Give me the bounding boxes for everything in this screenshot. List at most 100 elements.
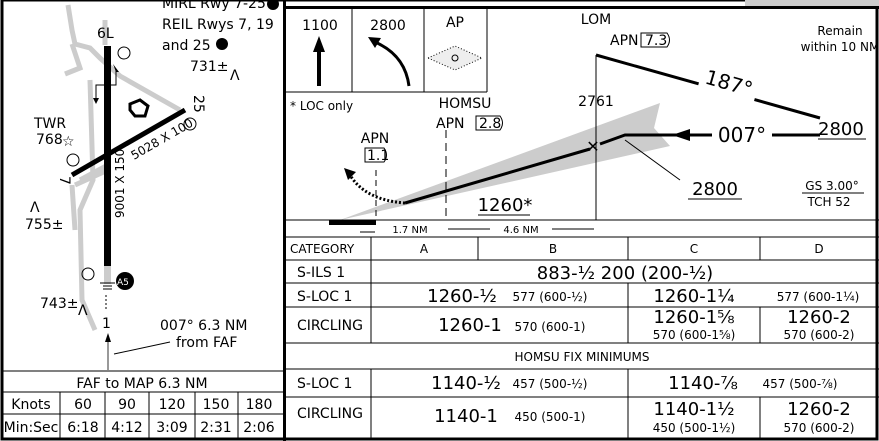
label-mask — [698, 64, 760, 102]
runway-6l-label: 6L — [97, 26, 114, 42]
minimums-value: 1140-1 — [434, 406, 498, 427]
knots-value: 150 — [203, 397, 230, 413]
papi-icon — [66, 46, 197, 281]
minimums-value: 1260-1⅝ — [653, 307, 734, 328]
knots-value: 60 — [74, 397, 92, 413]
arrow-icon — [672, 129, 690, 141]
minimums-sub: 570 (600-2) — [784, 328, 855, 342]
minimums-value: 1260-2 — [787, 307, 851, 328]
taxiways — [64, 4, 182, 331]
minimums-row-label: CIRCLING — [297, 406, 363, 422]
minimums-value: 1260-1 — [438, 315, 502, 336]
arrow-icon — [93, 98, 99, 104]
obstacle-icon: Λ — [78, 303, 88, 319]
step-down-altitude: 1260* — [478, 195, 533, 216]
lighting-icon — [267, 0, 279, 10]
airport-diagram: 6L 7 25 1 9001 X 150 5028 X 100 TWR 768 … — [25, 0, 279, 370]
leader-line — [624, 139, 681, 181]
minimums-row-label: CIRCLING — [297, 318, 363, 334]
minimums-value: 1260-1¼ — [653, 286, 734, 307]
approach-lights-label: A5 — [117, 278, 129, 288]
holding-fix-label: AP — [446, 15, 464, 31]
dme-box — [364, 147, 387, 163]
minimums-sub: 450 (500-1) — [515, 410, 586, 424]
ils-minimums: 883-½ 200 (200-½) — [537, 263, 713, 284]
lom-dme: 7.3 — [645, 33, 667, 49]
minimums-row-label: S-ILS 1 — [297, 265, 345, 281]
hold-altitude: 2800 — [818, 119, 864, 140]
timing-row-label: Min:Sec — [4, 420, 59, 436]
arrow-icon — [105, 333, 111, 342]
time-value: 6:18 — [67, 420, 98, 436]
beacon-icon — [128, 98, 150, 118]
runway-dimensions: 9001 X 150 — [113, 149, 127, 218]
distance-map-homsu: 1.7 NM — [392, 225, 427, 236]
time-value: 4:12 — [111, 420, 142, 436]
homsu-label: HOMSU — [439, 96, 492, 112]
climb-arrow-icon — [317, 50, 321, 86]
threshold-crossing-height: TCH 52 — [806, 195, 850, 209]
minimums-sub: 577 (600-1¼) — [777, 290, 860, 304]
runway-7-label: 7 — [56, 176, 72, 185]
obstacle-icon: Λ — [30, 200, 40, 216]
lom-label: LOM — [581, 12, 611, 28]
dme-box — [475, 115, 503, 131]
gs-intercept-altitude: 2800 — [692, 179, 738, 200]
obstacle-elevation: 755± — [25, 217, 63, 233]
minimums-sub: 577 (600-½) — [513, 290, 588, 304]
tower-star-icon: ☆ — [62, 134, 75, 150]
category-header: C — [690, 242, 698, 256]
navaid-icon — [451, 54, 459, 62]
loc-only-note: * LOC only — [290, 99, 353, 113]
remain-note: within 10 NM — [801, 40, 879, 54]
runway-1-threshold — [104, 266, 111, 284]
timing-table — [2, 370, 283, 439]
runway-bar — [329, 220, 376, 225]
minimums-value: 1140-⅞ — [668, 373, 738, 394]
tower-elevation: 768 — [36, 132, 63, 148]
time-value: 2:31 — [200, 420, 231, 436]
leader-line — [113, 341, 171, 355]
lighting-note: and 25 — [162, 38, 211, 54]
category-header: A — [420, 242, 429, 256]
time-value: 3:09 — [156, 420, 187, 436]
arrow-icon — [113, 64, 119, 72]
climb-altitude: 1100 — [302, 18, 338, 34]
minimums-sub: 457 (500-½) — [513, 377, 588, 391]
category-header: D — [814, 242, 823, 256]
minimums-value: 1260-½ — [427, 286, 497, 307]
minimums-row-label: S-LOC 1 — [297, 289, 352, 305]
knots-value: 120 — [159, 397, 186, 413]
knots-value: 180 — [246, 397, 273, 413]
runway-1-label: 1 — [102, 316, 111, 332]
homsu-minimums-title: HOMSU FIX MINIMUMS — [514, 350, 649, 364]
minimums-row-label: S-LOC 1 — [297, 376, 352, 392]
dme-box — [640, 32, 670, 48]
minimums-value: 1260-2 — [787, 399, 851, 420]
minimums-sub: 570 (600-2) — [784, 421, 855, 435]
hot-spot-arrows — [95, 70, 117, 98]
minimums-sub: 570 (600-1⅝) — [653, 328, 736, 342]
tower-label: TWR — [33, 116, 66, 132]
obstacle-elevation: 731± — [190, 59, 228, 75]
profile-view: 1100 2800 AP * LOC only LOM APN 7.3 2761… — [286, 9, 879, 236]
timing-title: FAF to MAP 6.3 NM — [76, 376, 207, 392]
distance-homsu-lom: 4.6 NM — [503, 225, 538, 236]
category-header: CATEGORY — [290, 242, 355, 256]
arrow-icon — [368, 37, 381, 48]
map-apn: APN — [361, 131, 390, 147]
minimums-value: 1140-½ — [431, 373, 501, 394]
glideslope-angle: GS 3.00° — [805, 179, 858, 193]
glidepath-line — [404, 147, 591, 205]
header-shade — [745, 0, 879, 6]
minimums-value: 1140-1½ — [653, 399, 734, 420]
runway-25-label: 25 — [190, 95, 206, 113]
lom-elevation: 2761 — [578, 94, 614, 110]
approach-lights-icon — [116, 272, 134, 290]
lighting-note: REIL Rwys 7, 19 — [162, 17, 274, 33]
map-dme: 1.1 — [367, 148, 389, 164]
missed-approach-boxes — [286, 9, 488, 93]
outbound-course: 187° — [703, 65, 756, 101]
panel-divider — [283, 0, 286, 441]
arrow-icon — [313, 36, 325, 52]
